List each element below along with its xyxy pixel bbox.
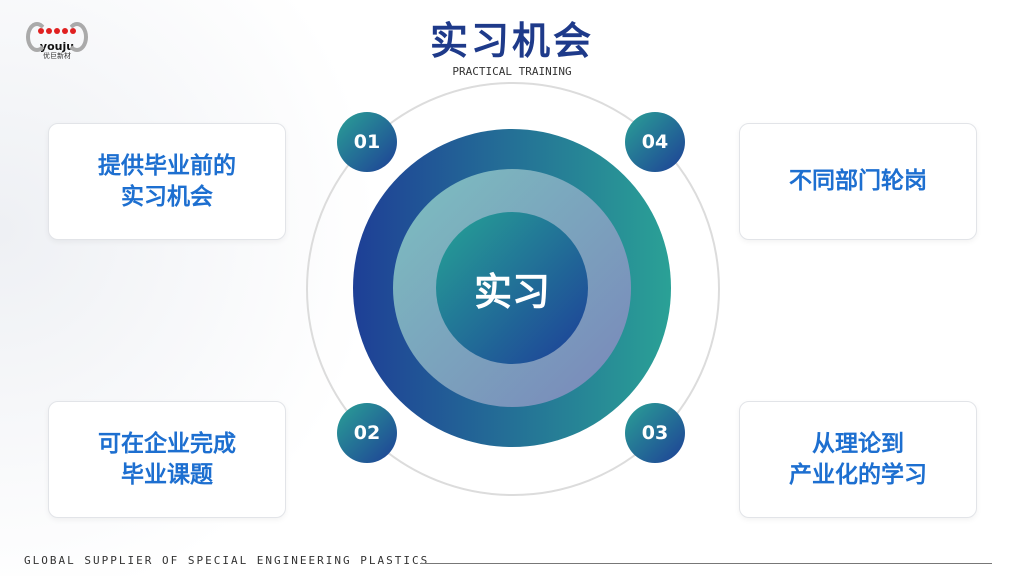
footer-text: GLOBAL SUPPLIER OF SPECIAL ENGINEERING P… [24, 554, 430, 567]
card-03: 从理论到产业化的学习 [739, 401, 977, 518]
footer-divider [420, 563, 992, 564]
badge-01: 01 [337, 112, 397, 172]
card-text: 可在企业完成 [98, 430, 236, 457]
card-text: 从理论到 [812, 430, 904, 457]
outer-ring [306, 82, 720, 496]
card-text: 提供毕业前的 [98, 152, 236, 179]
card-text: 产业化的学习 [789, 461, 927, 488]
card-text: 不同部门轮岗 [789, 168, 927, 194]
logo-bracket-right [66, 22, 88, 52]
card-04: 不同部门轮岗 [739, 123, 977, 240]
logo-subtext: 优巨新材 [43, 52, 71, 60]
badge-02: 02 [337, 403, 397, 463]
logo-text: youju [39, 40, 75, 53]
badge-04: 04 [625, 112, 685, 172]
page-title: 实习机会 [429, 19, 594, 63]
center-label: 实习 [473, 269, 550, 314]
company-logo: youju 优巨新材 [24, 18, 90, 68]
card-02: 可在企业完成毕业课题 [48, 401, 286, 518]
center-circle: 实习 [436, 212, 588, 364]
logo-bracket-left [26, 22, 48, 52]
card-01: 提供毕业前的实习机会 [48, 123, 286, 240]
page-subtitle: PRACTICAL TRAINING [452, 65, 572, 78]
card-text: 实习机会 [121, 183, 213, 210]
card-text: 毕业课题 [121, 461, 213, 488]
badge-03: 03 [625, 403, 685, 463]
